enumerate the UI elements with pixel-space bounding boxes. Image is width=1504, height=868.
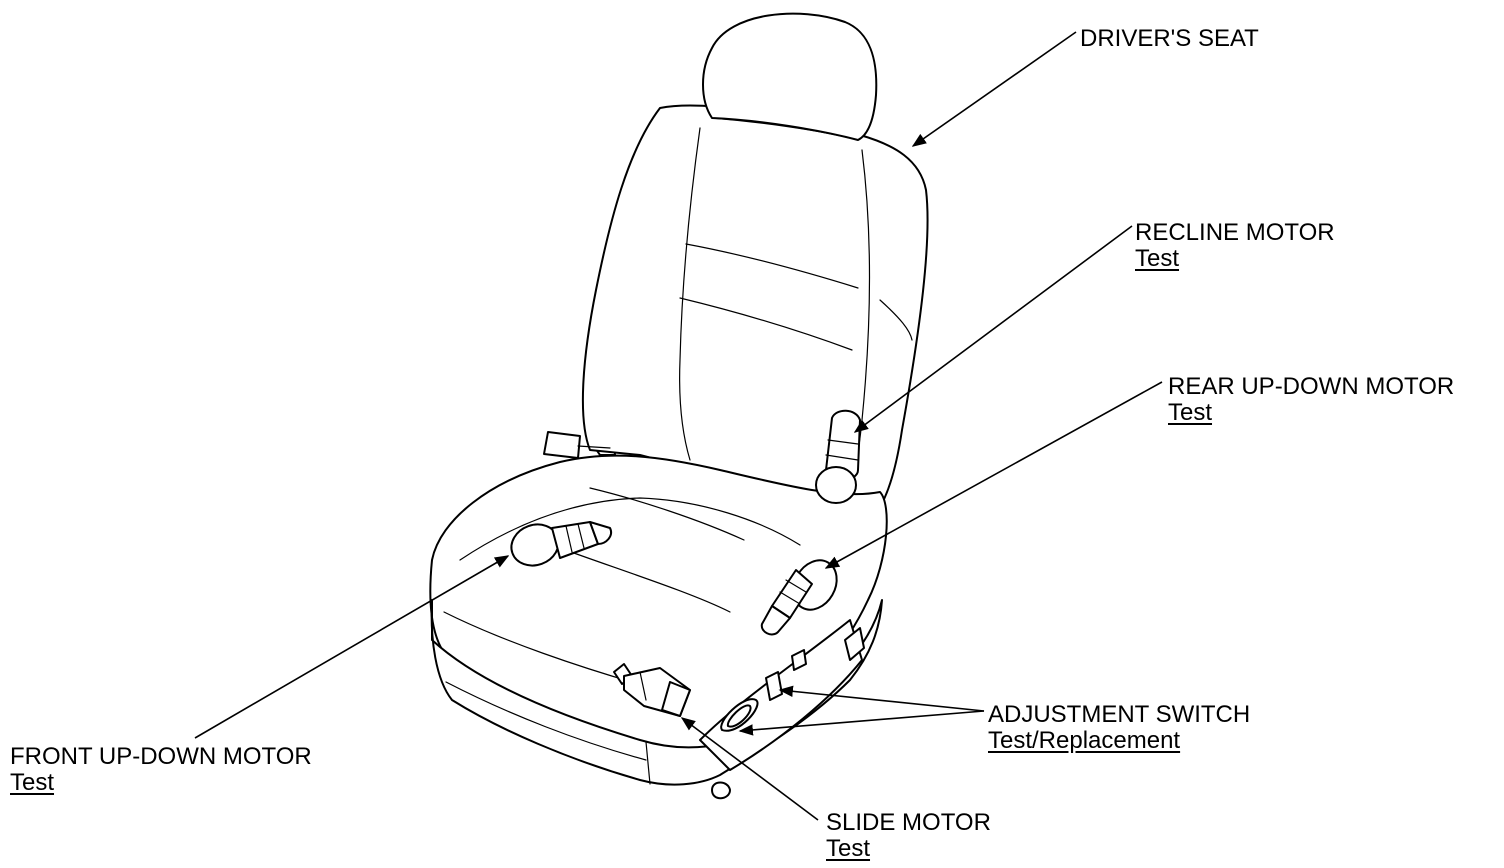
slide-motor-shape [613,663,691,717]
adjustment-switch-shape [720,649,807,732]
recline-motor-shape [815,409,861,504]
seat-belt-buckle [543,431,581,459]
rear-up-down-motor-label: REAR UP-DOWN MOTOR [1168,373,1455,400]
slide-motor-label: SLIDE MOTOR [826,809,991,836]
callout-adjustment-switch: ADJUSTMENT SWITCH Test/Replacement [988,702,1250,754]
leader-recline-motor [853,225,1133,433]
front-up-down-motor-shape [510,521,612,567]
adjustment-switch-test-replacement-link[interactable]: Test/Replacement [988,727,1181,754]
leader-rear-up-down-motor [824,381,1163,569]
leader-drivers-seat [911,31,1077,147]
rear-up-down-motor-test-link[interactable]: Test [1168,399,1213,426]
leader-adjustment-switch-upper [778,685,985,712]
drivers-seat-label: DRIVER'S SEAT [1080,25,1259,52]
callout-recline-motor: RECLINE MOTOR Test [1135,220,1335,272]
recline-motor-test-link[interactable]: Test [1135,245,1180,272]
leader-front-up-down-motor [194,555,510,739]
slide-motor-test-link[interactable]: Test [826,835,871,862]
front-up-down-motor-test-link[interactable]: Test [10,769,55,796]
callout-rear-up-down-motor: REAR UP-DOWN MOTOR Test [1168,374,1454,426]
adjustment-switch-label: ADJUSTMENT SWITCH [988,701,1251,728]
front-up-down-motor-label: FRONT UP-DOWN MOTOR [10,743,312,770]
leader-slide-motor [680,717,819,821]
callout-slide-motor: SLIDE MOTOR Test [826,810,991,862]
recline-motor-label: RECLINE MOTOR [1135,219,1335,246]
leader-adjustment-switch-lower [738,710,985,736]
rear-up-down-motor-shape [760,559,838,636]
callout-drivers-seat: DRIVER'S SEAT [1080,26,1259,52]
callout-front-up-down-motor: FRONT UP-DOWN MOTOR Test [10,744,312,796]
